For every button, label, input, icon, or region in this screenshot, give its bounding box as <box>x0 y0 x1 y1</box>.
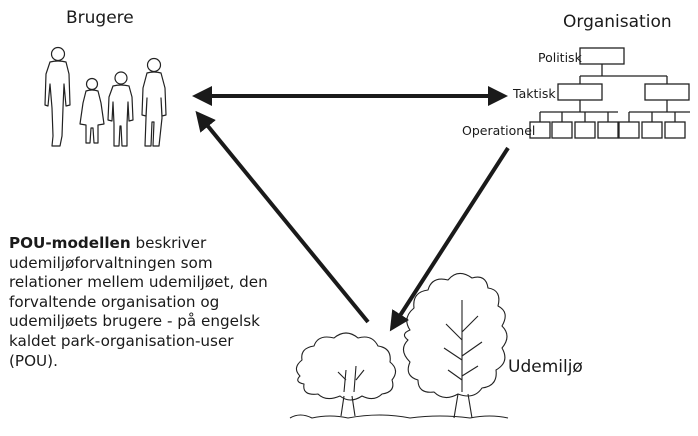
arrow-organisation-environment <box>389 146 510 332</box>
environment-label: Udemiljø <box>508 357 583 377</box>
organisation-label: Organisation <box>563 12 672 32</box>
political-level-label: Politisk <box>538 50 582 65</box>
person-woman <box>141 57 167 147</box>
org-chart-icon <box>529 47 690 139</box>
users-label: Brugere <box>66 8 134 28</box>
operational-level-label: Operationel <box>462 123 536 138</box>
description-text: POU-modellen beskriver udemiljøforvaltni… <box>9 234 271 371</box>
person-boy <box>107 71 134 147</box>
trees-icon <box>289 272 509 419</box>
people-icon <box>44 46 167 147</box>
tactical-level-label: Taktisk <box>513 86 556 101</box>
person-man-left <box>44 46 71 147</box>
description-body: beskriver udemiljøforvaltningen som rela… <box>9 234 268 370</box>
description-bold: POU-modellen <box>9 234 131 252</box>
arrow-environment-users <box>195 110 370 324</box>
person-girl <box>79 77 105 144</box>
